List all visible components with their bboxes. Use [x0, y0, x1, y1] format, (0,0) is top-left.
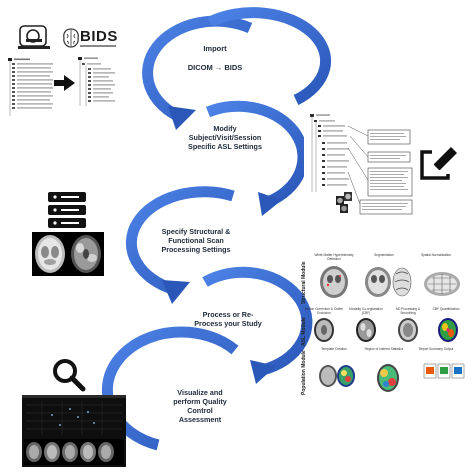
step-visualize-line4: Assessment [178, 415, 222, 424]
bids-file-tree [78, 57, 115, 106]
step-modify: Modify Subject/Visit/Session Specific AS… [166, 124, 284, 151]
edit-icon [420, 146, 458, 180]
step-visualize-line1: Visualize and [177, 388, 223, 397]
module-brain-images [314, 266, 465, 392]
asl-item-2: Modality Co-registration (CBF) [349, 307, 383, 315]
asl-item-3: M0 Processing & Smoothing [395, 307, 421, 315]
segmentation-brain-image [365, 267, 412, 297]
population-item-3: Report Summary Output [418, 347, 454, 351]
bids-logo-underline [80, 45, 116, 47]
step-modify-line3: Specific ASL Settings [188, 142, 262, 151]
structural-item-3: Spatial Normalization [420, 253, 452, 257]
population-item-2: Region of Interest Statistics [364, 347, 404, 351]
step-visualize-line3: Control [187, 406, 213, 415]
population-module-label: Population Module [301, 350, 307, 395]
search-magnifier-icon [53, 359, 86, 392]
asl-settings-tree-screenshot [304, 112, 416, 218]
step-process: Process or Re- Process your Study [178, 310, 278, 328]
bids-logo-text: BIDS [80, 28, 118, 45]
template-creation-brain-image [319, 365, 355, 387]
coregistration-brain-image [356, 318, 376, 342]
modules-panel: White Matter Hyperintensity Detection Se… [305, 252, 468, 400]
step-visualize: Visualize and perform Quality Control As… [150, 388, 250, 424]
step-import-line1: Import [203, 44, 227, 53]
cbf-quantification-brain-image [438, 318, 458, 342]
arrow-loop-4 [202, 266, 313, 376]
motion-correction-brain-image [314, 318, 334, 342]
asl-module-label: ASL Module [301, 317, 307, 346]
step-process-line2: Process your Study [194, 319, 262, 328]
step-specify-line2: Functional Scan [168, 236, 224, 245]
structural-item-1: White Matter Hyperintensity Detection [314, 253, 354, 261]
step-visualize-line2: perform Quality [173, 397, 227, 406]
step-specify: Specify Structural & Functional Scan Pro… [138, 227, 254, 254]
structural-item-2: Segmentation [374, 253, 394, 257]
step-modify-line2: Subject/Visit/Session [188, 133, 262, 142]
step-modify-line1: Modify [213, 124, 237, 133]
step-import-line2: DICOM → BIDS [187, 63, 243, 73]
convert-arrow-icon [54, 75, 75, 91]
asl-item-1: Motion Correction & Outlier Exclusion [304, 307, 344, 315]
report-output-image [423, 363, 465, 379]
structural-module-label: Structural Module [301, 261, 307, 304]
t1-brain-slice-image [32, 232, 68, 276]
step-specify-line3: Processing Settings [161, 245, 231, 254]
roi-statistics-brain-image [377, 364, 399, 392]
wmh-brain-image [320, 266, 348, 298]
mri-scanner-icon [18, 25, 50, 49]
asl-brain-slice-image [68, 232, 104, 276]
dicom-file-tree [8, 58, 53, 116]
m0-processing-brain-image [398, 318, 418, 342]
brain-logo-icon [63, 28, 79, 48]
population-item-1: Template Creation [321, 347, 347, 351]
step-import: Import DICOM → BIDS [160, 44, 270, 73]
normalization-brain-image [424, 272, 460, 296]
arrow-loop-3 [125, 186, 235, 296]
arrow-loop-2 [205, 100, 309, 208]
server-database-icon [48, 192, 86, 228]
qc-viewer-screenshot [22, 395, 126, 467]
asl-item-4: CBF Quantification [432, 307, 460, 311]
step-process-line1: Process or Re- [202, 310, 254, 319]
step-specify-line1: Specify Structural & [161, 227, 231, 236]
